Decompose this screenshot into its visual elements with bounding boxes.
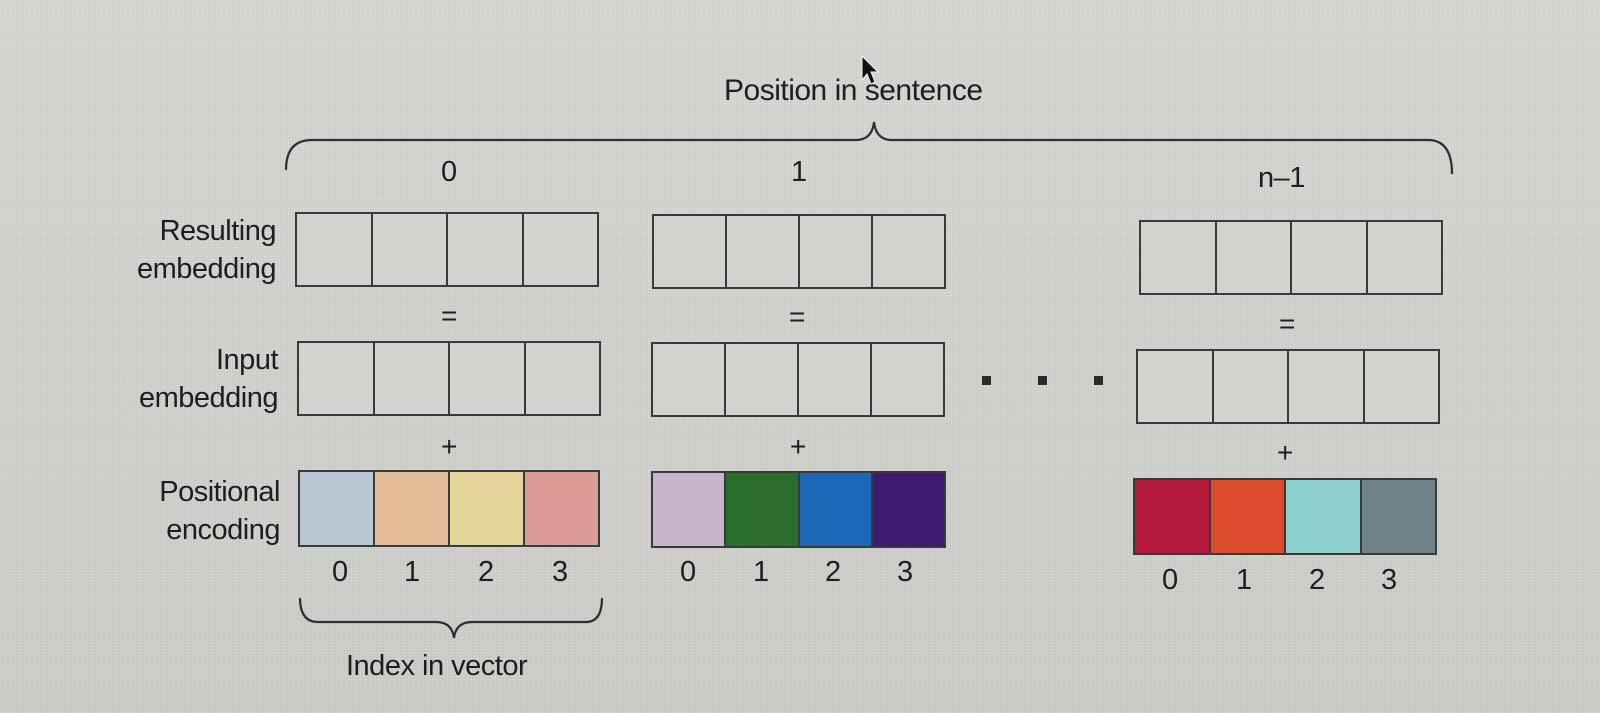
resulting-embedding-vector-0 [295, 212, 599, 287]
encoding-cell [1208, 480, 1284, 553]
encoding-cell [1135, 480, 1209, 553]
vector-cell [448, 343, 524, 414]
positional-encoding-vector-1 [651, 471, 946, 548]
vector-cell [871, 216, 944, 287]
vector-cell [521, 214, 598, 285]
vector-cell [1211, 351, 1288, 422]
vector-cell [1141, 222, 1215, 293]
positional-encoding-vector-0 [298, 470, 600, 547]
index-label: 0 [332, 556, 348, 588]
diagram-title: Position in sentence [724, 74, 983, 107]
ellipsis-dot [1094, 376, 1103, 385]
vector-cell [725, 216, 798, 287]
row-label-input-embedding: Input embedding [139, 344, 279, 414]
vector-cell [523, 343, 600, 414]
index-label: 1 [1236, 564, 1252, 596]
vector-cell [1214, 222, 1291, 293]
encoding-cell [797, 473, 871, 546]
ellipsis-dot [982, 376, 991, 385]
input-embedding-vector-0 [297, 341, 601, 416]
encoding-cell [1284, 480, 1360, 553]
index-label: 0 [1162, 564, 1178, 596]
vector-cell [870, 344, 943, 415]
vector-cell [1290, 222, 1366, 293]
column-header-1: 1 [791, 156, 807, 188]
row-label-resulting-embedding: Resulting embedding [137, 215, 277, 285]
vector-cell [1138, 351, 1212, 422]
equals-sign: = [789, 301, 806, 332]
equals-sign: = [1279, 308, 1296, 339]
vector-cell [798, 216, 871, 287]
vector-cell [724, 344, 797, 415]
index-label: 3 [897, 556, 913, 588]
index-label: 2 [478, 556, 494, 588]
vector-cell [446, 214, 522, 285]
encoding-cell [523, 472, 598, 545]
mouse-cursor-icon [861, 54, 880, 85]
index-label: 0 [680, 556, 696, 588]
positional-encoding-vector-n-1 [1133, 478, 1437, 555]
plus-sign: + [441, 431, 458, 462]
encoding-cell [724, 473, 798, 546]
encoding-cell [373, 472, 448, 545]
resulting-embedding-vector-1 [652, 214, 946, 289]
index-label: 2 [1309, 564, 1325, 596]
index-in-vector-label: Index in vector [346, 650, 528, 682]
input-embedding-vector-1 [651, 342, 945, 417]
plus-sign: + [1277, 437, 1294, 468]
vector-cell [372, 343, 449, 414]
encoding-cell [870, 473, 944, 546]
row-label-positional-encoding: Positional encoding [159, 476, 280, 546]
index-label: 3 [552, 556, 568, 588]
encoding-cell [448, 472, 523, 545]
vector-cell [1362, 351, 1439, 422]
column-header-0: 0 [441, 156, 457, 188]
encoding-cell [1359, 480, 1435, 553]
vector-cell [797, 344, 870, 415]
plus-sign: + [790, 431, 807, 462]
resulting-embedding-vector-n-1 [1139, 220, 1443, 295]
equals-sign: = [441, 300, 458, 331]
index-label: 2 [825, 556, 841, 588]
vector-cell [370, 214, 447, 285]
input-embedding-vector-n-1 [1136, 349, 1440, 424]
bottom-brace [298, 597, 604, 639]
column-header-n-1: n–1 [1258, 162, 1305, 194]
top-brace [284, 121, 1454, 175]
encoding-cell [300, 472, 373, 545]
vector-cell [1365, 222, 1442, 293]
vector-cell [653, 344, 724, 415]
index-label: 1 [404, 556, 420, 588]
vector-cell [299, 343, 373, 414]
encoding-cell [653, 473, 725, 546]
vector-cell [1287, 351, 1363, 422]
index-label: 1 [753, 556, 769, 588]
ellipsis-dot [1038, 376, 1047, 385]
index-label: 3 [1381, 564, 1397, 596]
vector-cell [654, 216, 725, 287]
vector-cell [297, 214, 371, 285]
